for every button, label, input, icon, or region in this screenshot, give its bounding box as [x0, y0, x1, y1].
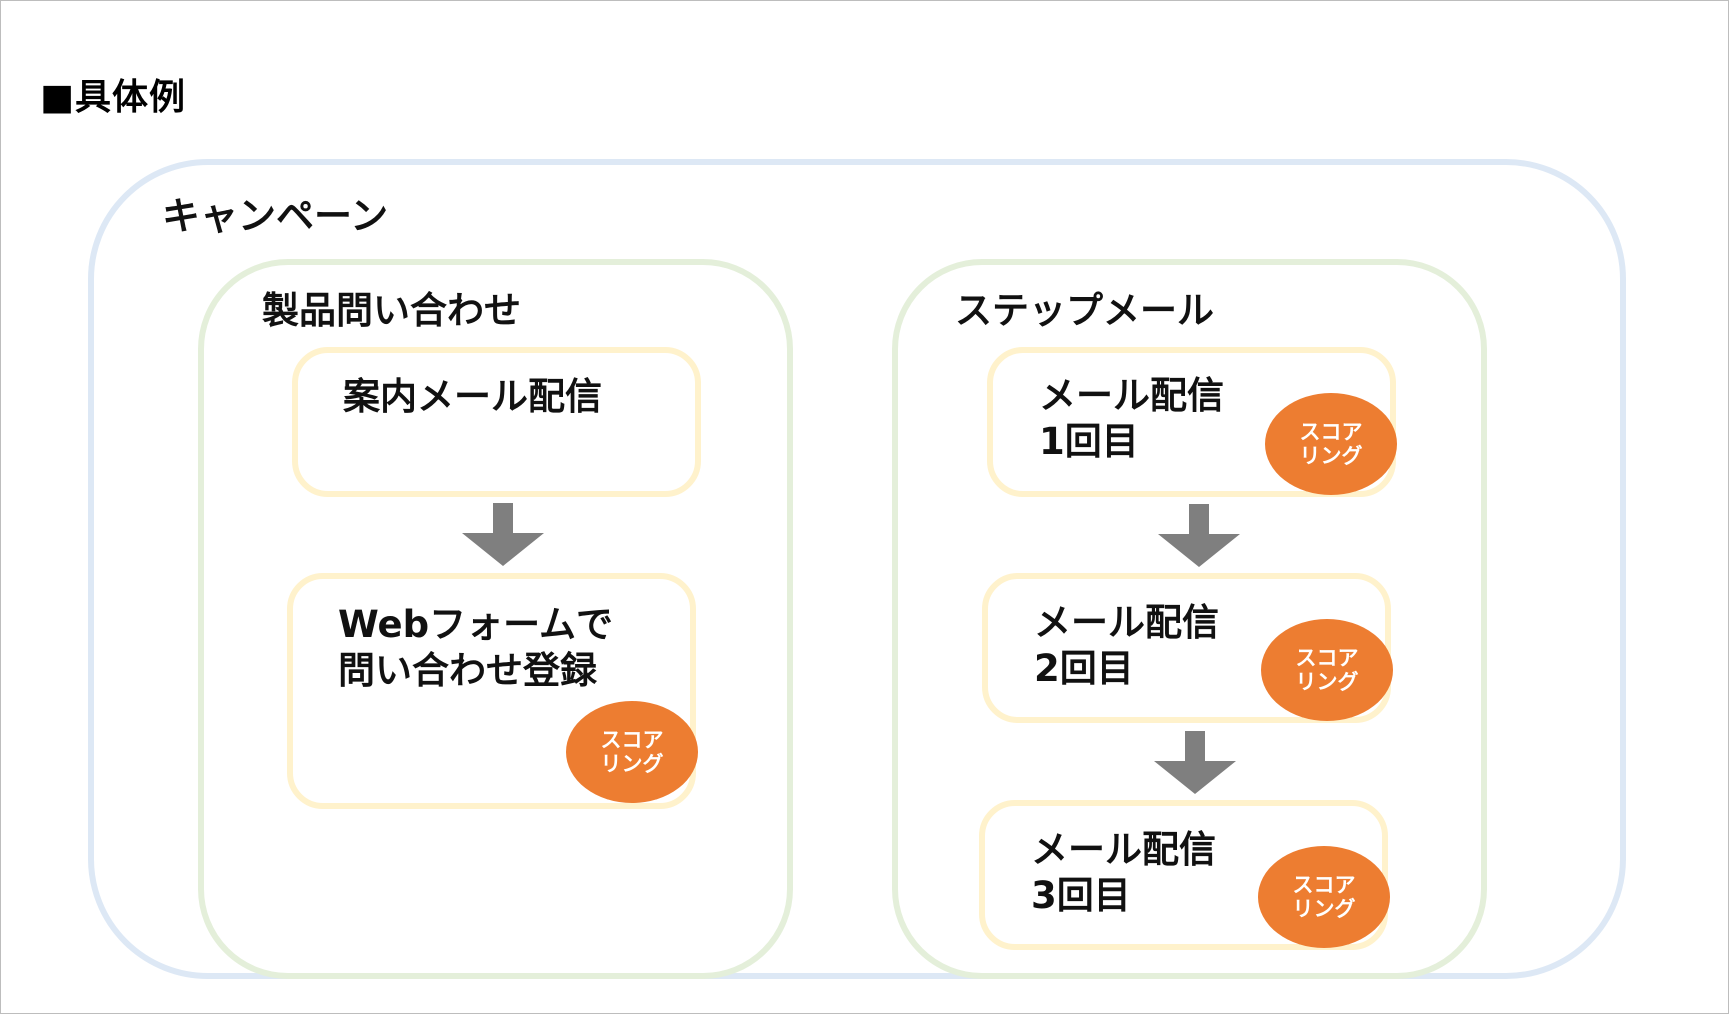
scoring-badge: スコア リング	[1258, 846, 1390, 948]
scoring-badge: スコア リング	[566, 701, 698, 803]
step-text-mail-3: メール配信 3回目	[1031, 828, 1216, 917]
group-label-product-inquiry: 製品問い合わせ	[262, 289, 521, 332]
scoring-badge: スコア リング	[1261, 619, 1393, 721]
campaign-label: キャンペーン	[162, 194, 389, 238]
group-label-step-mail: ステップメール	[955, 289, 1214, 332]
campaign-container	[88, 159, 1626, 979]
group-product-inquiry	[198, 259, 793, 979]
step-text-mail-2: メール配信 2回目	[1034, 601, 1219, 690]
arrow-down-icon	[1154, 731, 1236, 794]
page-title: ■具体例	[40, 77, 187, 118]
step-text-web-form: Webフォームで 問い合わせ登録	[338, 603, 613, 692]
arrow-down-icon	[462, 503, 544, 566]
arrow-down-icon	[1158, 504, 1240, 567]
scoring-badge: スコア リング	[1265, 393, 1397, 495]
step-text-mail-1: メール配信 1回目	[1039, 374, 1224, 463]
step-box-guide-mail	[292, 347, 701, 497]
step-text-guide-mail: 案内メール配信	[343, 375, 602, 418]
group-step-mail	[892, 259, 1487, 979]
